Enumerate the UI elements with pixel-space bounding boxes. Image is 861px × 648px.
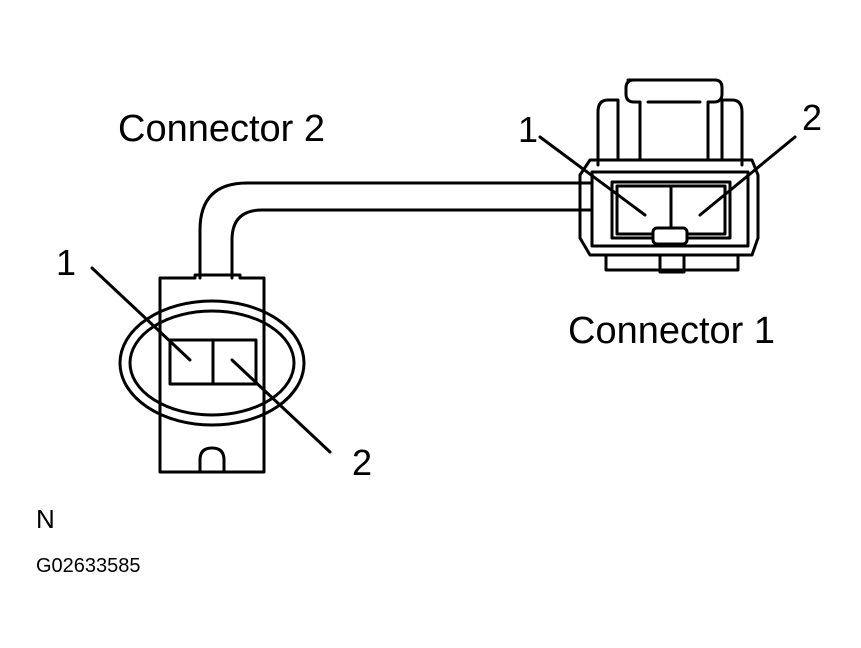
connector-2-pin-1-leader xyxy=(90,266,192,362)
connector-1-title: Connector 1 xyxy=(568,310,776,352)
connector-2-body xyxy=(118,273,306,474)
connector-2-pin-2-leader xyxy=(230,358,332,454)
connector-2-pin-2-label: 2 xyxy=(352,442,373,483)
connector-2-pin-1-label: 1 xyxy=(56,242,77,283)
connector-1-body xyxy=(578,78,760,274)
connector-2-pin-2-cavity xyxy=(211,338,258,386)
connector-1-pin-2-label: 2 xyxy=(802,97,823,138)
wire-harness xyxy=(198,181,592,280)
footer-letter: N xyxy=(36,504,55,534)
connector-1-pin-2-leader xyxy=(698,135,797,217)
figure-code: G02633585 xyxy=(36,555,141,577)
connector-2-title: Connector 2 xyxy=(118,108,326,150)
connector-1-pin-1-label: 1 xyxy=(518,109,539,150)
connector-1-pin-1-leader xyxy=(538,135,647,217)
